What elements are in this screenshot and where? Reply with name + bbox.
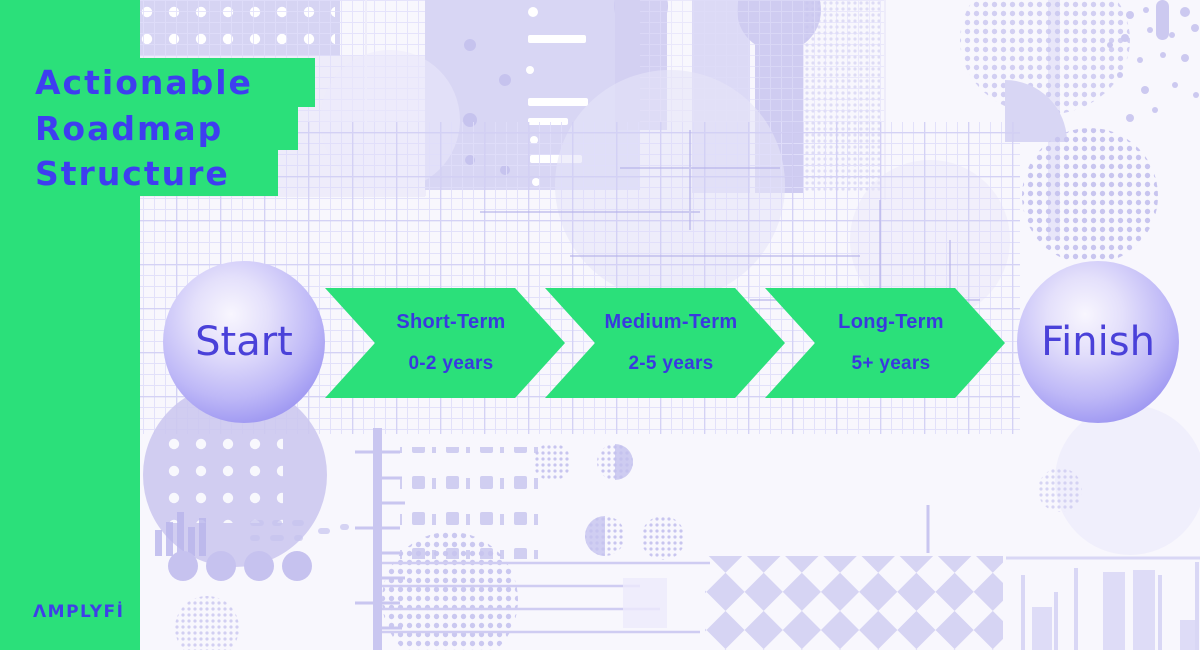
title-line-1: Actionable [0, 58, 315, 107]
finish-label: Finish [1041, 319, 1155, 365]
stage-name: Long-Term [838, 311, 944, 333]
stage-duration: 2-5 years [628, 353, 714, 374]
stage-name: Short-Term [396, 311, 506, 333]
start-label: Start [195, 319, 293, 365]
bottom-left-shapes [143, 383, 349, 650]
finish-node: Finish [1017, 261, 1179, 423]
stage-duration: 5+ years [851, 353, 931, 374]
stage-duration: 0-2 years [408, 353, 494, 374]
title-line-2: Roadmap [0, 107, 298, 150]
amplyfi-logo: ΛMPLYFİ [33, 602, 125, 622]
stage-arrow-medium-term: Medium-Term 2-5 years [545, 288, 785, 398]
start-node: Start [163, 261, 325, 423]
diamond-band [705, 556, 1003, 650]
stage-arrow-long-term: Long-Term 5+ years [765, 288, 1005, 398]
scattered-dots [1107, 0, 1199, 122]
bottom-center-shapes [355, 428, 930, 650]
halftone-sphere [1022, 128, 1158, 264]
page-title: Actionable Roadmap Structure [0, 58, 315, 196]
bar-chart-motif [1006, 468, 1200, 650]
title-line-3: Structure [0, 150, 278, 196]
stage-name: Medium-Term [604, 311, 738, 333]
